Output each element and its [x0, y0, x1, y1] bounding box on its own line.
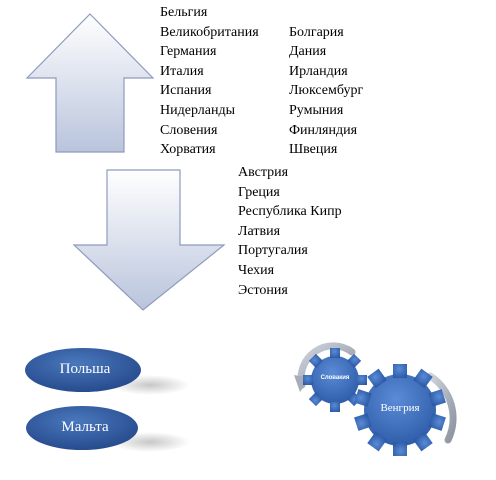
gear-arc-arrow-right: [426, 372, 457, 444]
ovals-graphic: [25, 348, 190, 452]
country-label: Германия: [160, 44, 217, 60]
country-label: Люксембург: [289, 83, 364, 99]
oval-malta-label: Мальта: [61, 419, 109, 435]
country-label: Италия: [160, 63, 204, 79]
country-label: Швеция: [289, 142, 338, 158]
country-label: Румыния: [289, 102, 344, 118]
country-label: Нидерланды: [160, 102, 235, 118]
country-label: Финляндия: [289, 122, 358, 138]
oval-poland: [25, 348, 141, 392]
country-label: Словения: [160, 122, 218, 138]
oval-malta: [26, 406, 138, 450]
country-label: Великобритания: [160, 24, 259, 40]
country-label: Хорватия: [160, 142, 216, 158]
country-label: Австрия: [238, 165, 289, 180]
country-label: Дания: [289, 44, 327, 60]
country-label: Бельгия: [160, 5, 208, 20]
country-label: Латвия: [238, 223, 281, 239]
oval-poland-label: Польша: [59, 361, 111, 377]
country-label: Португалия: [238, 243, 308, 259]
country-label: Ирландия: [289, 63, 348, 79]
country-label: Болгария: [289, 24, 344, 40]
up-arrow: [25, 13, 155, 153]
up-group-column-1: Великобритания Германия Италия Испания Н…: [160, 23, 259, 160]
gear-big: [354, 364, 446, 456]
gear-arc-arrow-left: [297, 342, 356, 389]
country-label: Греция: [238, 184, 280, 200]
country-label: Республика Кипр: [238, 204, 342, 220]
country-label: Испания: [160, 83, 212, 99]
gears-graphic: [294, 342, 457, 456]
down-group-list: Австрия Греция Республика Кипр Латвия По…: [238, 163, 342, 300]
up-group-column-2: Болгария Дания Ирландия Люксембург Румын…: [289, 23, 363, 160]
up-group-top-item: Бельгия: [160, 3, 207, 23]
country-label: Чехия: [238, 262, 275, 278]
down-arrow: [72, 169, 226, 311]
gear-small-label: Словакия: [320, 375, 350, 381]
gear-big-label: Венгрия: [380, 402, 420, 414]
country-label: Эстония: [238, 282, 288, 298]
gear-small: [303, 348, 367, 412]
